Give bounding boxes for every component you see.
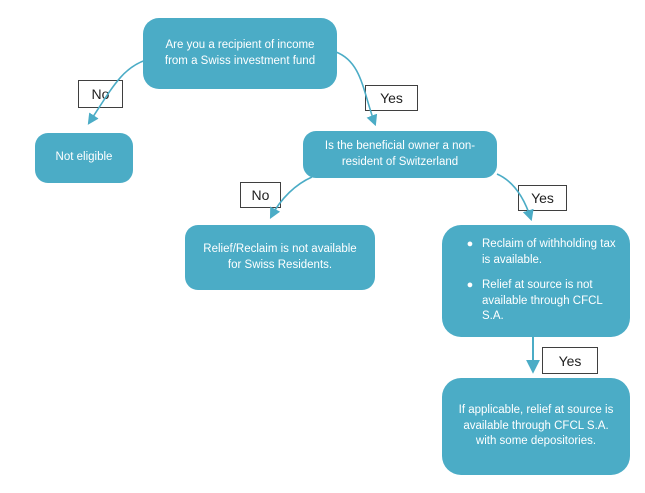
- node-text: If applicable, relief at source is avail…: [458, 404, 614, 448]
- result-node-not-eligible: Not eligible: [35, 133, 133, 183]
- node-text: Relief/Reclaim is not available for Swis…: [203, 243, 357, 271]
- bullet-icon: ●: [466, 238, 474, 251]
- result-node-final: If applicable, relief at source is avail…: [442, 378, 630, 475]
- bullet-item: ● Relief at source is not available thro…: [458, 278, 616, 325]
- edge-label-no-2: No: [240, 182, 281, 208]
- edge-label-text: Yes: [531, 190, 554, 206]
- edge-label-yes-1: Yes: [365, 85, 418, 111]
- node-text: Is the beneficial owner a non-resident o…: [324, 140, 476, 168]
- decision-node-start: Are you a recipient of income from a Swi…: [143, 18, 337, 89]
- bullet-text: Reclaim of withholding tax is available.: [482, 238, 616, 266]
- node-text: Not eligible: [55, 151, 113, 164]
- decision-node-owner-question: Is the beneficial owner a non-resident o…: [303, 131, 497, 178]
- bullet-item: ● Reclaim of withholding tax is availabl…: [458, 237, 616, 268]
- result-node-swiss-residents: Relief/Reclaim is not available for Swis…: [185, 225, 375, 290]
- edge-label-yes-3: Yes: [542, 347, 598, 374]
- node-text: Are you a recipient of income from a Swi…: [164, 39, 316, 67]
- bullet-text: Relief at source is not available throug…: [482, 279, 603, 323]
- edge-label-no-1: No: [78, 80, 123, 108]
- edge-label-text: No: [251, 187, 270, 203]
- edge-label-text: No: [91, 86, 110, 102]
- bullet-icon: ●: [466, 279, 474, 292]
- edge-label-yes-2: Yes: [518, 185, 567, 211]
- edge-label-text: Yes: [380, 90, 403, 106]
- result-node-reclaim-info: ● Reclaim of withholding tax is availabl…: [442, 225, 630, 337]
- edge-label-text: Yes: [558, 352, 582, 369]
